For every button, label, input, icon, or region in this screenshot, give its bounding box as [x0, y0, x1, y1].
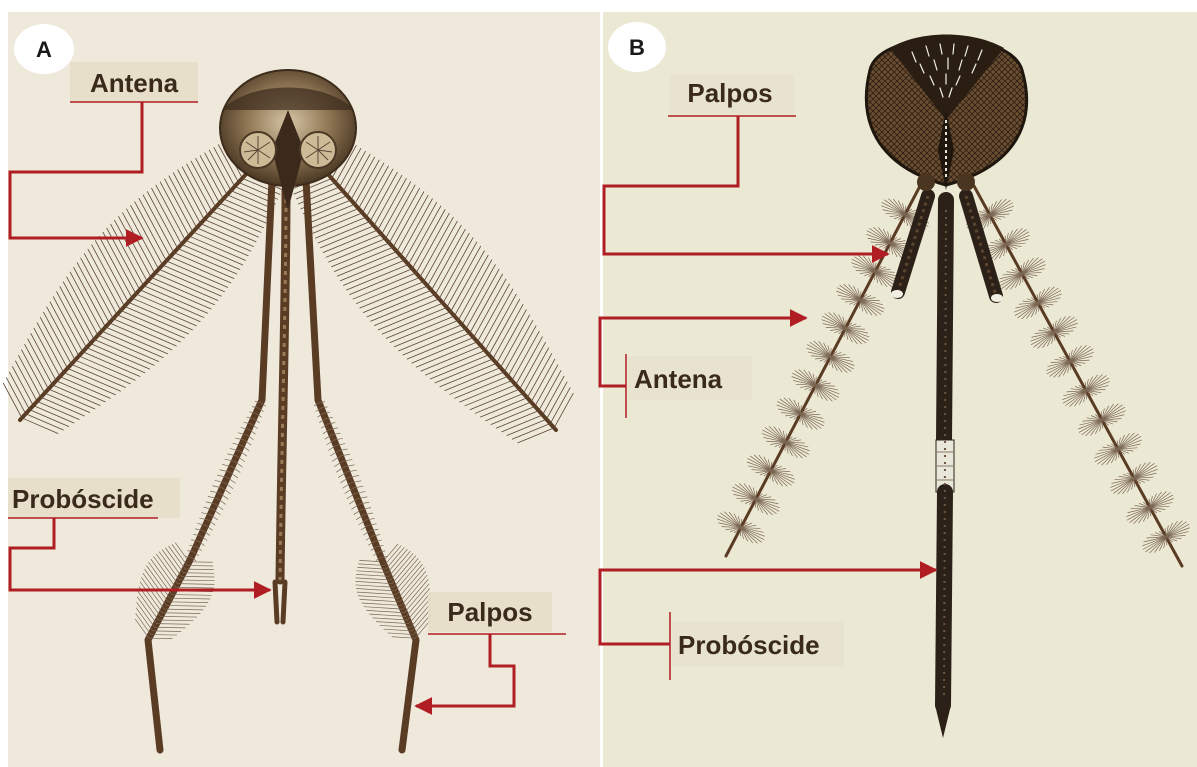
- panel-b: B: [600, 12, 1197, 767]
- panel-b-proboscis-illustration: [935, 200, 954, 738]
- panel-b-badge: B: [608, 22, 666, 72]
- panel-a: A Antena: [3, 12, 600, 767]
- panel-a-antenna-label: Antena: [90, 68, 179, 98]
- panel-a-badge-letter: A: [36, 37, 52, 62]
- panel-divider: [600, 12, 603, 767]
- panel-a-palps-label: Palpos: [447, 597, 532, 627]
- panel-a-badge: A: [14, 24, 74, 74]
- top-strip: [0, 0, 1197, 12]
- panel-b-proboscis-label: Probóscide: [678, 630, 820, 660]
- panel-b-antenna-label: Antena: [634, 364, 723, 394]
- panel-b-palps-label: Palpos: [687, 78, 772, 108]
- panel-a-proboscis-label: Probóscide: [12, 484, 154, 514]
- panel-b-badge-letter: B: [629, 35, 645, 60]
